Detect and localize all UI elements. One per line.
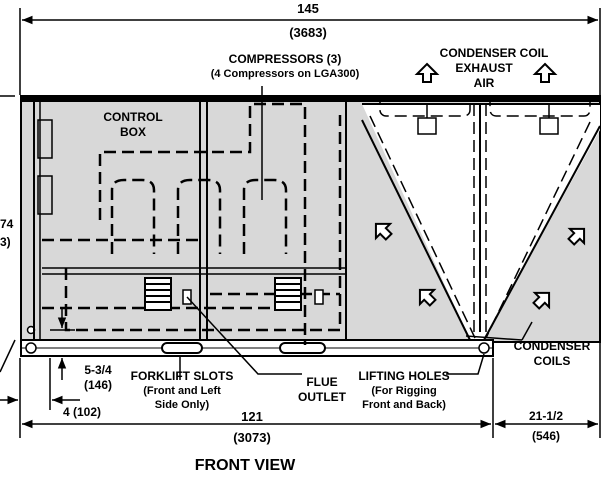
lifting-label-2: (For Rigging xyxy=(371,385,436,397)
condenser-coils-label-1: CONDENSER xyxy=(514,339,591,353)
flue-label-2: OUTLET xyxy=(298,390,347,404)
forklift-slot-right xyxy=(279,342,326,354)
forklift-label-1: FORKLIFT SLOTS xyxy=(131,369,234,383)
airflow-arrows xyxy=(374,62,586,310)
lifting-label-1: LIFTING HOLES xyxy=(358,369,449,383)
condenser-coils-label-2: COILS xyxy=(534,354,571,368)
dimension-lines xyxy=(0,8,601,438)
exhaust-label-2: EXHAUST xyxy=(455,61,513,75)
base-height-value: 5-3/4 xyxy=(84,363,112,377)
flue-label-1: FLUE xyxy=(306,375,337,389)
leader-lines xyxy=(179,86,533,380)
compressors-note: (4 Compressors on LGA300) xyxy=(211,68,360,80)
louver-right xyxy=(274,277,302,311)
flue-outlet-right xyxy=(314,289,324,305)
partial-dimension-b: 3) xyxy=(0,235,11,249)
lifting-hole-left xyxy=(25,342,37,354)
base-length-value: 121 xyxy=(241,409,263,424)
view-title: FRONT VIEW xyxy=(195,457,296,474)
condenser-fans xyxy=(417,104,559,135)
right-offset-metric: (546) xyxy=(532,429,560,443)
control-box-label-1: CONTROL xyxy=(103,110,162,124)
control-box-label-2: BOX xyxy=(120,125,146,139)
louver-left xyxy=(144,277,172,311)
forklift-label-2: (Front and Left xyxy=(143,385,221,397)
overall-width-value: 145 xyxy=(297,1,319,16)
base-length-metric: (3073) xyxy=(233,430,271,445)
exhaust-label-1: CONDENSER COIL xyxy=(440,46,549,60)
panel-lines xyxy=(33,102,601,341)
base-height-metric: (146) xyxy=(84,378,112,392)
exhaust-label-3: AIR xyxy=(474,76,495,90)
left-offset-dimension: 4 (102) xyxy=(63,405,101,419)
partial-dimension-a: 74 xyxy=(0,217,14,231)
lifting-hole-right xyxy=(478,342,490,354)
forklift-slot-left xyxy=(161,342,203,354)
overall-width-metric: (3683) xyxy=(289,25,327,40)
compressors-label: COMPRESSORS (3) xyxy=(229,52,342,66)
forklift-label-3: Side Only) xyxy=(155,399,210,411)
right-offset-value: 21-1/2 xyxy=(529,409,563,423)
lifting-label-3: Front and Back) xyxy=(362,399,446,411)
unit-body xyxy=(20,95,601,357)
